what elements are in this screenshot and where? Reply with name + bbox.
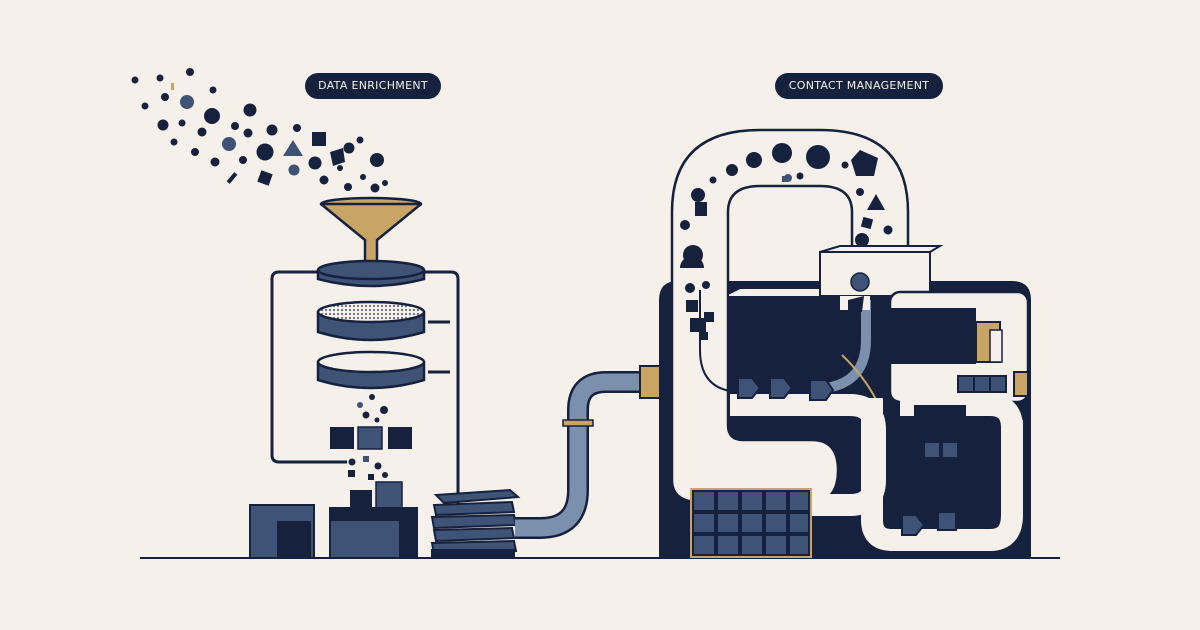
storage-grid	[690, 488, 812, 558]
arch-conveyor	[670, 128, 910, 504]
filtered-particles	[330, 394, 412, 510]
data-enrichment-label: DATA ENRICHMENT	[305, 73, 441, 99]
ring-icon	[316, 350, 426, 390]
pipe-icon	[515, 365, 677, 539]
filter-disc-icon	[316, 259, 426, 288]
mesh-filter-icon	[316, 300, 426, 342]
contact-machine-icon	[659, 128, 1031, 559]
output-blocks	[249, 504, 418, 559]
frame-bracket	[428, 320, 450, 374]
contact-management-label: CONTACT MANAGEMENT	[775, 73, 943, 99]
scattered-data-particles	[131, 68, 388, 193]
filter-support-frame	[270, 270, 460, 505]
contact-tokens	[737, 371, 1029, 536]
stacked-records	[430, 488, 521, 559]
funnel-icon	[319, 196, 423, 270]
arch-particles	[680, 143, 893, 340]
